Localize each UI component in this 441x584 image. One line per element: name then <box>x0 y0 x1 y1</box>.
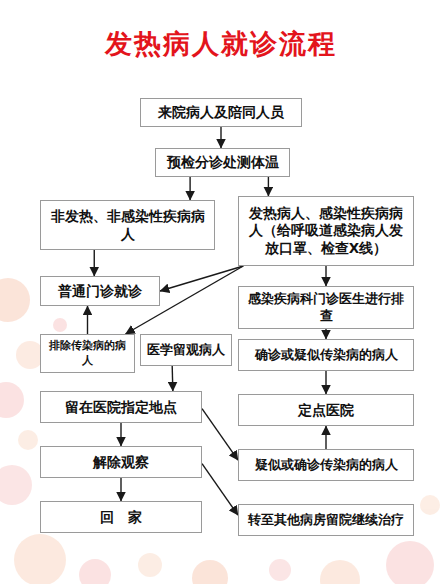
bubble <box>18 430 38 450</box>
bubble-pattern <box>0 278 440 584</box>
flow-arrow <box>325 371 326 394</box>
flow-arrow <box>325 329 326 339</box>
box-label: 确诊或疑似传染病的病人 <box>255 347 398 364</box>
process-box: 医学留观病人 <box>140 334 232 366</box>
flow-arrow <box>94 250 95 276</box>
box-label: 来院病人及陪同人员 <box>158 103 284 121</box>
bubble <box>79 559 111 584</box>
process-box: 来院病人及陪同人员 <box>140 98 302 127</box>
box-label: 解除观察 <box>93 453 149 471</box>
box-label: 定点医院 <box>298 401 354 419</box>
flow-arrow <box>120 478 121 501</box>
bubble <box>14 534 66 584</box>
flow-arrow <box>325 426 326 449</box>
process-box: 发热病人、感染性疾病病人（给呼吸道感染病人发放口罩、检查X线） <box>238 196 414 266</box>
flow-arrow <box>325 266 326 286</box>
process-box: 普通门诊就诊 <box>40 276 160 306</box>
bubble <box>420 495 440 515</box>
process-box: 感染疾病科门诊医生进行排查 <box>238 286 414 329</box>
bubble <box>320 560 360 584</box>
box-label: 普通门诊就诊 <box>58 282 142 300</box>
bubble <box>0 278 30 322</box>
process-box: 回 家 <box>40 501 202 533</box>
bubble <box>0 465 32 505</box>
flow-arrow <box>189 177 190 200</box>
process-box: 解除观察 <box>40 446 202 478</box>
process-box: 转至其他病房留院继续治疗 <box>238 504 414 536</box>
process-box: 留在医院指定地点 <box>40 391 202 423</box>
flow-arrow <box>220 127 221 148</box>
box-label: 感染疾病科门诊医生进行排查 <box>244 291 408 324</box>
box-label: 回 家 <box>100 508 142 526</box>
box-label: 非发热、非感染性疾病病人 <box>46 207 209 243</box>
bubble <box>138 553 162 577</box>
process-box: 定点医院 <box>238 394 414 426</box>
bubble <box>192 560 228 584</box>
box-label: 疑似或确诊传染病的病人 <box>255 457 398 474</box>
box-label: 排除传染病的病人 <box>46 339 129 368</box>
flow-arrow <box>268 177 269 196</box>
box-label: 医学留观病人 <box>147 342 225 359</box>
bubble <box>53 318 67 332</box>
title: 发热病人就诊流程 <box>0 26 441 62</box>
flow-arrow <box>120 423 121 446</box>
process-box: 预检分诊处测体温 <box>155 148 290 177</box>
bubble <box>386 541 434 584</box>
flow-arrow <box>202 409 238 461</box>
flow-arrow <box>202 464 238 516</box>
box-label: 发热病人、感染性疾病病人（给呼吸道感染病人发放口罩、检查X线） <box>244 205 408 258</box>
flow-arrow <box>87 306 88 334</box>
bubble <box>0 382 24 418</box>
box-label: 转至其他病房留院继续治疗 <box>248 512 404 528</box>
process-box: 确诊或疑似传染病的病人 <box>238 339 414 371</box>
process-box: 非发热、非感染性疾病病人 <box>40 200 215 250</box>
box-label: 留在医院指定地点 <box>65 398 177 416</box>
flow-arrow <box>160 266 243 291</box>
process-box: 疑似或确诊传染病的病人 <box>238 449 414 481</box>
bubble <box>269 559 291 581</box>
process-box: 排除传染病的病人 <box>40 334 135 373</box>
box-label: 预检分诊处测体温 <box>167 153 279 171</box>
flow-arrow <box>171 366 173 391</box>
